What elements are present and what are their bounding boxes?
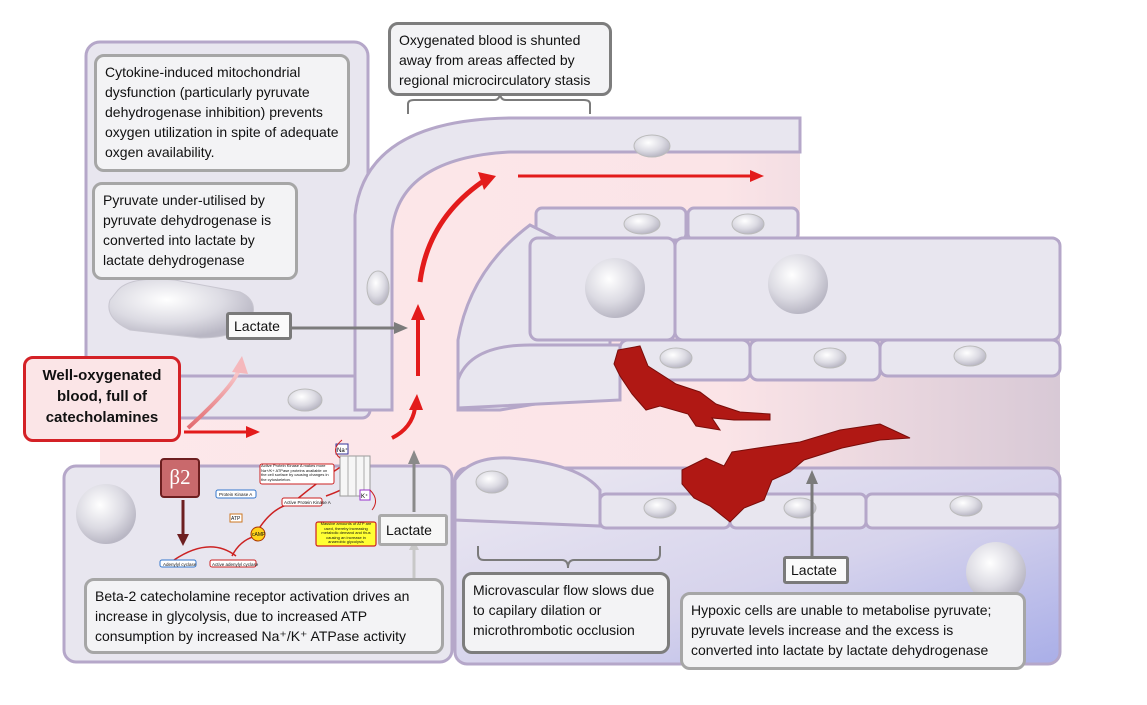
lactate-tag-centre: Lactate (378, 514, 448, 546)
lactate-arrow-head (408, 450, 420, 464)
nucleus (623, 213, 661, 235)
lactate-label: Lactate (791, 562, 837, 578)
flow-arrow-head (411, 304, 425, 320)
nucleus (783, 497, 817, 519)
pka-note: Active Protein Kinase A makes more Na+/K… (261, 464, 329, 482)
microvascular-callout: Microvascular flow slows due to capilary… (462, 572, 670, 654)
curved-outer-wall (353, 116, 802, 412)
nucleus (953, 345, 987, 367)
adenylyl-label: Adenylyl cyclase (163, 562, 197, 567)
shunt-text: Oxygenated blood is shunted away from ar… (399, 32, 591, 88)
nucleus (643, 497, 677, 519)
nucleus (366, 270, 390, 306)
cytokine-text: Cytokine-induced mitochondrial dysfuncti… (105, 64, 339, 160)
pyruvate-text: Pyruvate under-utilised by pyruvate dehy… (103, 192, 272, 268)
flow-arrow-head (246, 426, 260, 438)
wall-cell (534, 206, 688, 242)
camp-label: cAMP (252, 532, 266, 538)
nucleus (966, 542, 1026, 602)
beta2-connector-head (177, 534, 189, 546)
beta2-activation-text: Beta-2 catecholamine receptor activation… (95, 588, 410, 644)
mini-signalling-diagram: Na⁺ K⁺ Active Protein Kinase A makes mor… (159, 439, 377, 568)
flow-arrow-head (409, 394, 423, 410)
nucleus (475, 470, 509, 494)
left-vessel-wall (168, 374, 372, 420)
nucleus (585, 258, 645, 318)
pyruvate-callout: Pyruvate under-utilised by pyruvate dehy… (92, 182, 298, 280)
well-oxygenated-callout: Well-oxygenated blood, full of catechola… (23, 356, 181, 442)
microthrombus (613, 345, 771, 431)
nucleus (76, 484, 136, 544)
nucleus (768, 254, 828, 314)
flow-arrow (391, 407, 417, 440)
k-label: K⁺ (361, 493, 368, 500)
flow-arrow-head (750, 170, 764, 182)
atp-label: ATP (231, 516, 241, 522)
lactate-tag-right: Lactate (783, 556, 849, 584)
beta2-activation-callout: Beta-2 catecholamine receptor activation… (84, 578, 444, 654)
lactate-release-arrow (186, 371, 240, 430)
lactate-label: Lactate (234, 318, 280, 334)
nucleus (731, 213, 765, 235)
lactate-label: Lactate (386, 522, 432, 538)
pka-label: Protein Kinase A (219, 492, 252, 497)
lactate-arrow-head (394, 322, 408, 334)
nucleus (659, 347, 693, 369)
flow-arrow-head (478, 172, 496, 190)
nucleus (949, 495, 983, 517)
nucleus (287, 388, 323, 412)
lactate-tag-left: Lactate (226, 312, 292, 340)
active-adenylyl-label: Active adenylyl cyclase (212, 562, 259, 567)
lactate-release-arrow-head (232, 356, 248, 374)
active-pka-label: Active Protein Kinase A (284, 500, 331, 505)
hypoxic-text: Hypoxic cells are unable to metabolise p… (691, 602, 992, 658)
right-tissue-block (673, 236, 1062, 342)
microvascular-text: Microvascular flow slows due to capilary… (473, 582, 655, 638)
wall-cell-row (456, 343, 622, 410)
atp-note: Massive amounts of ATP are used, thereby… (320, 522, 372, 545)
stasis-brace (477, 546, 661, 569)
microthrombus (681, 423, 911, 523)
shunt-callout: Oxygenated blood is shunted away from ar… (388, 22, 612, 96)
nucleus (813, 347, 847, 369)
beta2-receptor: β2 (160, 458, 200, 498)
flow-arrow (417, 179, 484, 283)
beta2-label: β2 (169, 465, 191, 489)
hypoxic-callout: Hypoxic cells are unable to metabolise p… (680, 592, 1026, 670)
lactate-arrow-head (806, 470, 818, 484)
nucleus (633, 134, 671, 158)
na-label: Na⁺ (337, 447, 348, 454)
cytokine-callout: Cytokine-induced mitochondrial dysfuncti… (94, 54, 350, 172)
well-oxygenated-text: Well-oxygenated blood, full of catechola… (42, 367, 162, 426)
